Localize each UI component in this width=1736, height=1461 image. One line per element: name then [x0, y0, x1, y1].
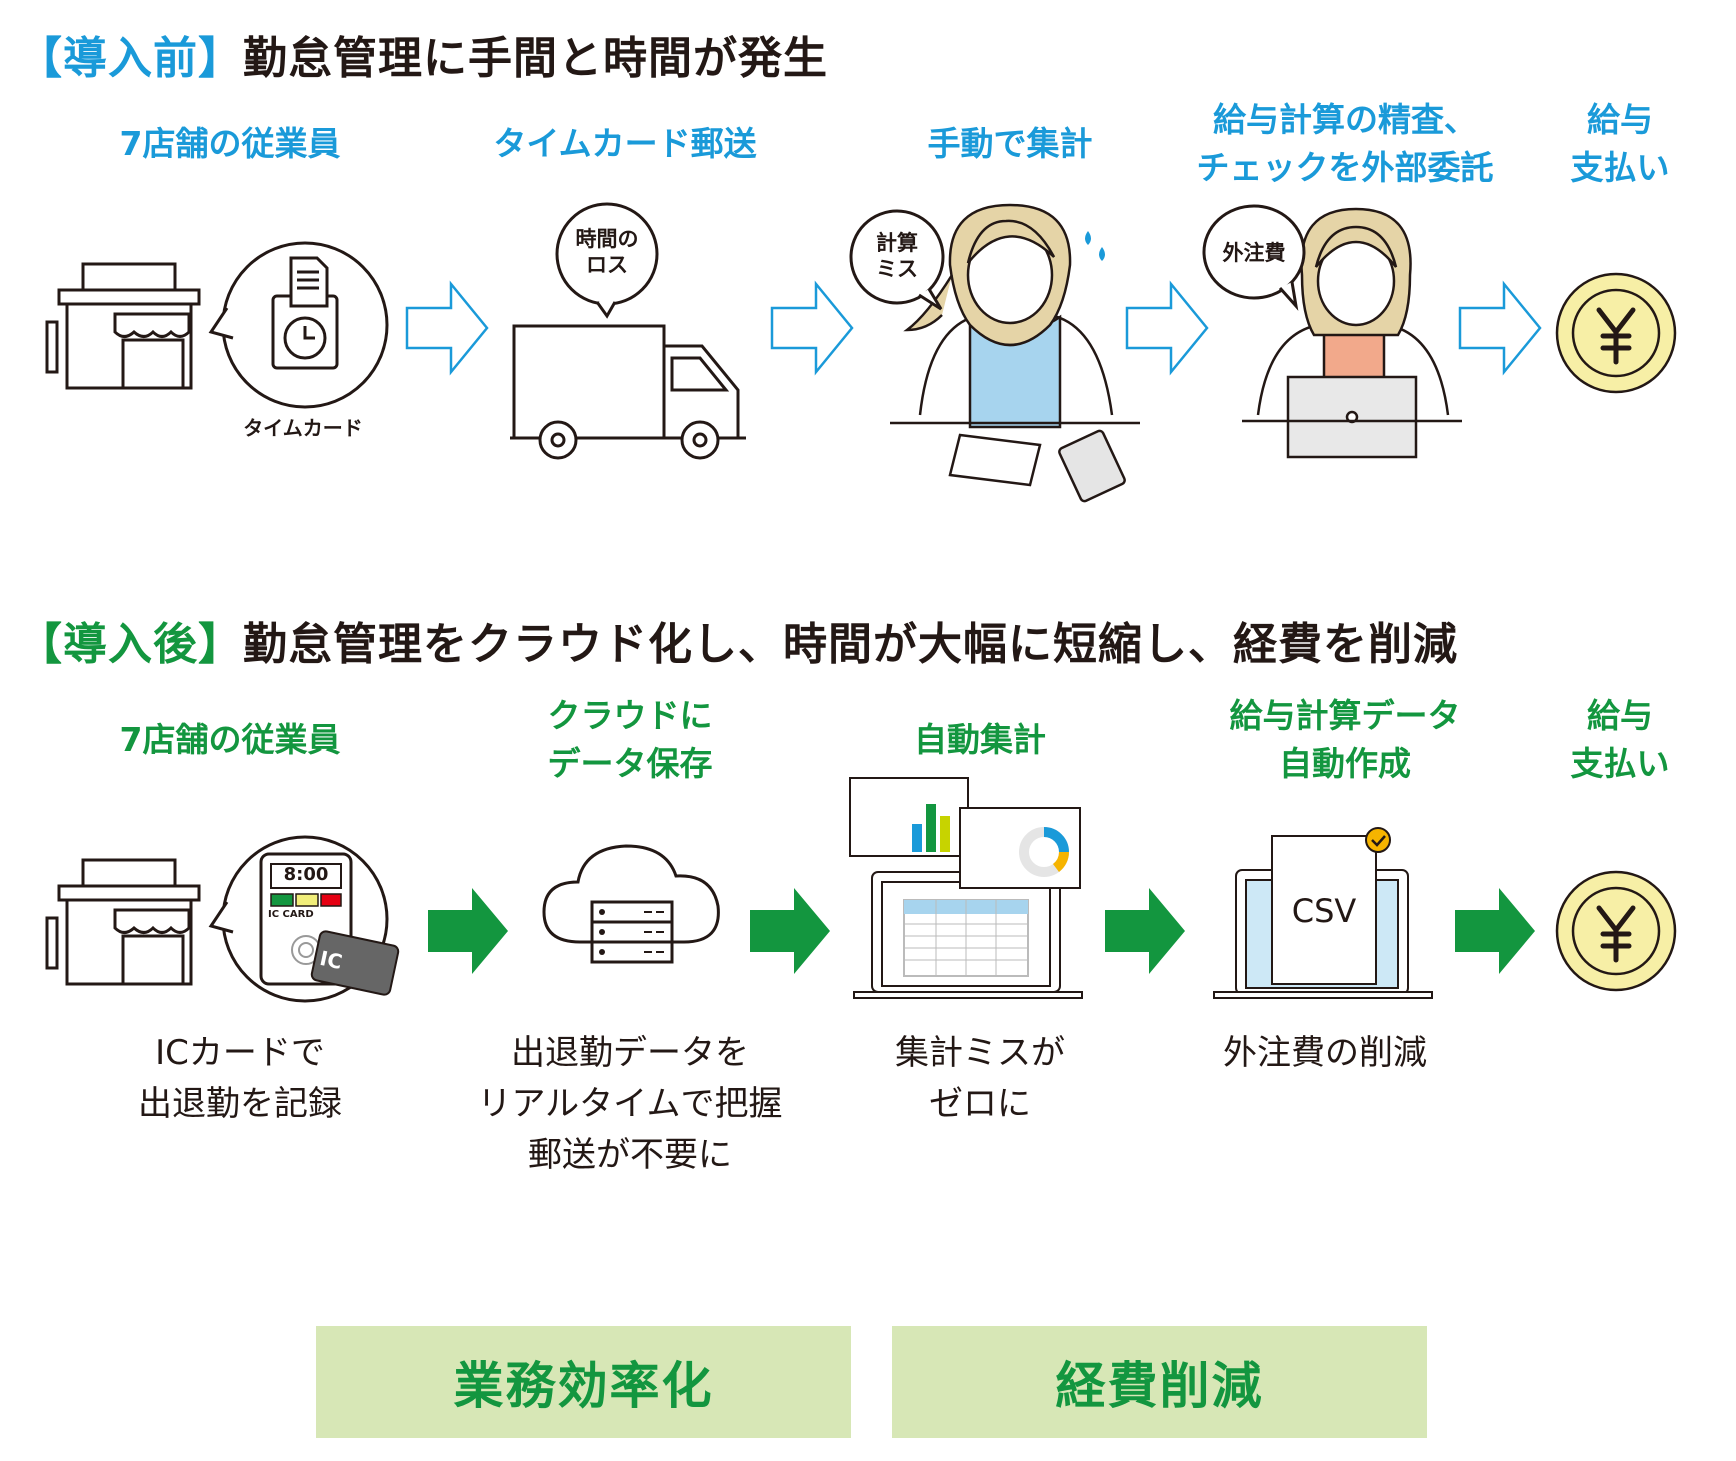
csv-document-text: CSV — [1291, 892, 1357, 930]
outsource-fee-bubble — [1202, 204, 1306, 311]
outsource-fee-text: 外注費 — [1222, 241, 1286, 265]
ic-reader-clock: 8:00 — [283, 864, 329, 885]
result-cost-reduction-box: 経費削減 — [892, 1326, 1427, 1438]
after-step-label-5: 給与 支払い — [1570, 696, 1670, 783]
arrow-right-icon — [750, 888, 830, 974]
arrow-right-icon — [1105, 888, 1185, 974]
arrow-right-icon — [1455, 888, 1535, 974]
after-title: 勤怠管理をクラウド化し、時間が大幅に短縮し、経費を削減 — [243, 619, 1458, 670]
after-desc-1: ICカードで 出退勤を記録 — [138, 1033, 342, 1124]
store-icon — [45, 262, 201, 390]
after-desc-2: 出退勤データを リアルタイムで把握 郵送が不要に — [477, 1033, 783, 1175]
timecard-bubble — [208, 241, 389, 409]
before-title: 勤怠管理に手間と時間が発生 — [243, 33, 828, 84]
before-step-label-3: 手動で集計 — [927, 124, 1093, 163]
worker-stressed-illustration — [890, 203, 1140, 503]
before-step-label-5: 給与 支払い — [1570, 100, 1670, 187]
after-bracket: 【導入後】 — [18, 619, 243, 670]
arrow-right-icon — [405, 280, 489, 376]
cloud-server-icon — [542, 844, 720, 964]
after-heading: 【導入後】勤怠管理をクラウド化し、時間が大幅に短縮し、経費を削減 — [18, 608, 1458, 672]
after-desc-4: 外注費の削減 — [1223, 1033, 1427, 1073]
after-step-label-3: 自動集計 — [914, 720, 1046, 759]
yen-coin-icon — [1555, 272, 1677, 394]
ic-card-label: IC CARD — [268, 909, 314, 920]
arrow-right-icon — [1458, 280, 1542, 376]
truck-icon — [510, 324, 746, 460]
before-bracket: 【導入前】 — [18, 33, 243, 84]
ic-reader-bubble — [208, 835, 400, 1003]
yen-coin-icon — [1555, 870, 1677, 992]
before-heading: 【導入前】勤怠管理に手間と時間が発生 — [18, 22, 828, 86]
timecard-caption: タイムカード — [243, 416, 363, 440]
before-step-label-2: タイムカード郵送 — [493, 124, 757, 163]
laptop-charts-icon — [849, 777, 1083, 999]
calc-miss-text: 計算 ミス — [876, 231, 918, 282]
after-step-label-4: 給与計算データ 自動作成 — [1229, 696, 1461, 783]
time-loss-text: 時間の ロス — [575, 227, 639, 278]
laptop-csv-icon — [1213, 827, 1433, 999]
store-icon — [45, 858, 201, 986]
time-loss-bubble — [555, 202, 659, 319]
calc-miss-bubble — [849, 209, 945, 311]
after-step-label-2: クラウドに データ保存 — [547, 696, 713, 783]
arrow-right-icon — [1125, 280, 1209, 376]
after-desc-3: 集計ミスが ゼロに — [895, 1033, 1065, 1124]
result-efficiency-box: 業務効率化 — [316, 1326, 851, 1438]
before-step-label-1: 7店舗の従業員 — [119, 124, 341, 163]
arrow-right-icon — [770, 280, 854, 376]
before-step-label-4: 給与計算の精査、 チェックを外部委託 — [1196, 100, 1494, 187]
outsourced-worker-illustration — [1242, 207, 1462, 459]
after-step-label-1: 7店舗の従業員 — [119, 720, 341, 759]
arrow-right-icon — [428, 888, 508, 974]
